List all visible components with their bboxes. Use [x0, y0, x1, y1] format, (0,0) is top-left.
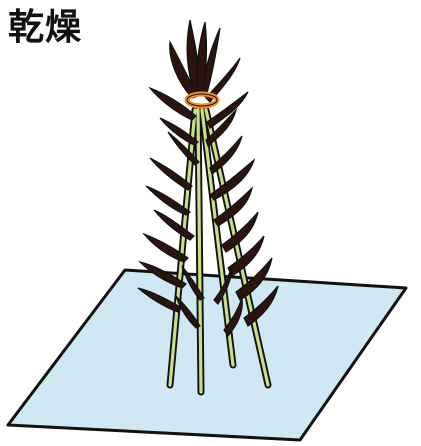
page-title: 乾燥 — [8, 7, 83, 48]
herb-leaves — [137, 19, 279, 338]
string-tie-icon — [184, 91, 220, 109]
blue-sheet-icon — [6, 268, 408, 442]
